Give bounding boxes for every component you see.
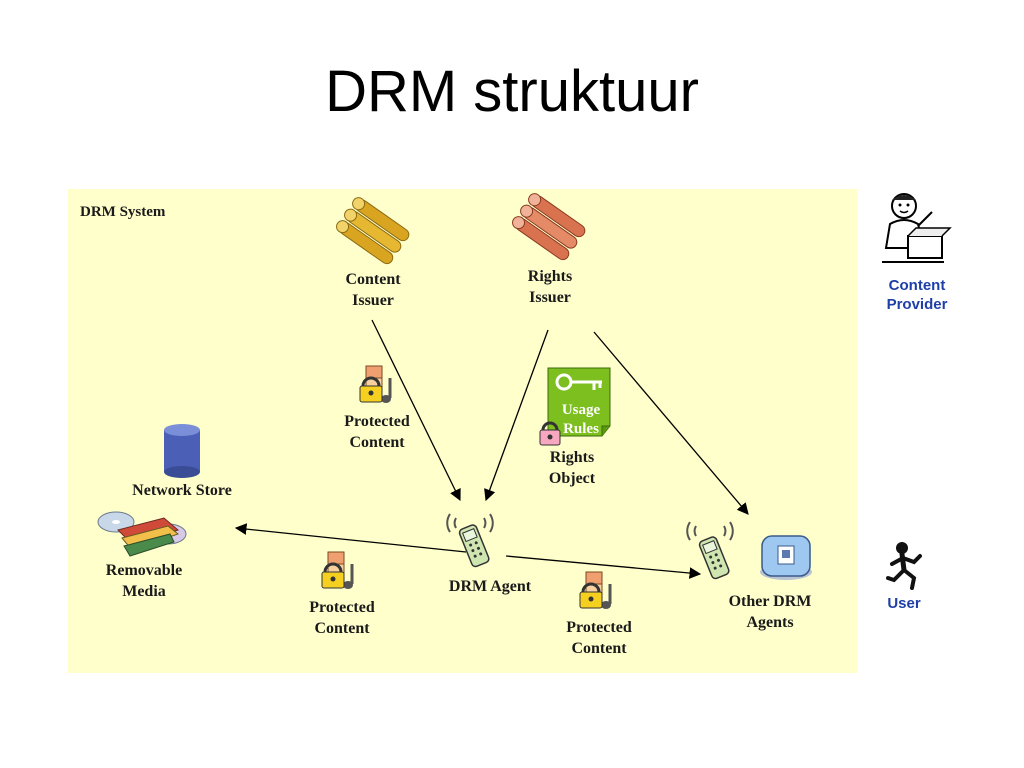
drm-agent-icon: [446, 513, 494, 568]
usage-rules-label: Usage Rules: [561, 402, 601, 437]
slide-title: DRM struktuur: [325, 59, 699, 124]
content-issuer-label: Content Issuer: [345, 271, 401, 309]
rights-object-lock-icon: [539, 421, 561, 446]
arrow-agent-to-other-agents: [505, 555, 702, 579]
drm-system-label: DRM System: [80, 204, 166, 220]
network-store-icon: [164, 424, 200, 478]
network-store-label: Network Store: [132, 482, 232, 499]
other-drm-agents-icon: [686, 521, 812, 580]
removable-media-label: Removable Media: [105, 562, 183, 600]
arrow-agent-to-network-store: [234, 523, 467, 553]
rights-issuer-label: Rights Issuer: [527, 268, 573, 306]
protected-content-icon-right: [579, 571, 612, 609]
arrow-rights-issuer-to-agent: [484, 329, 549, 502]
protected-content-label-right: Protected Content: [566, 619, 632, 657]
protected-content-icon-top: [359, 365, 392, 403]
content-issuer-icon: [336, 197, 410, 265]
rights-issuer-icon: [512, 193, 586, 261]
protected-content-icon-left: [321, 551, 354, 589]
user-label: User: [887, 595, 921, 612]
user-icon: [886, 542, 922, 590]
removable-media-icon: [97, 511, 187, 557]
arrow-content-issuer-to-agent: [371, 319, 461, 502]
content-provider-icon: [882, 193, 952, 263]
content-provider-label: Content Provider: [886, 277, 948, 313]
usage-rules-card: [547, 367, 611, 437]
other-drm-agents-label: Other DRM Agents: [728, 593, 812, 631]
rights-object-label: Rights Object: [548, 449, 596, 487]
protected-content-label-left: Protected Content: [309, 599, 375, 637]
drm-agent-label: DRM Agent: [448, 578, 532, 595]
protected-content-label-top: Protected Content: [344, 413, 410, 451]
arrow-rights-issuer-to-other-agents: [593, 331, 749, 515]
